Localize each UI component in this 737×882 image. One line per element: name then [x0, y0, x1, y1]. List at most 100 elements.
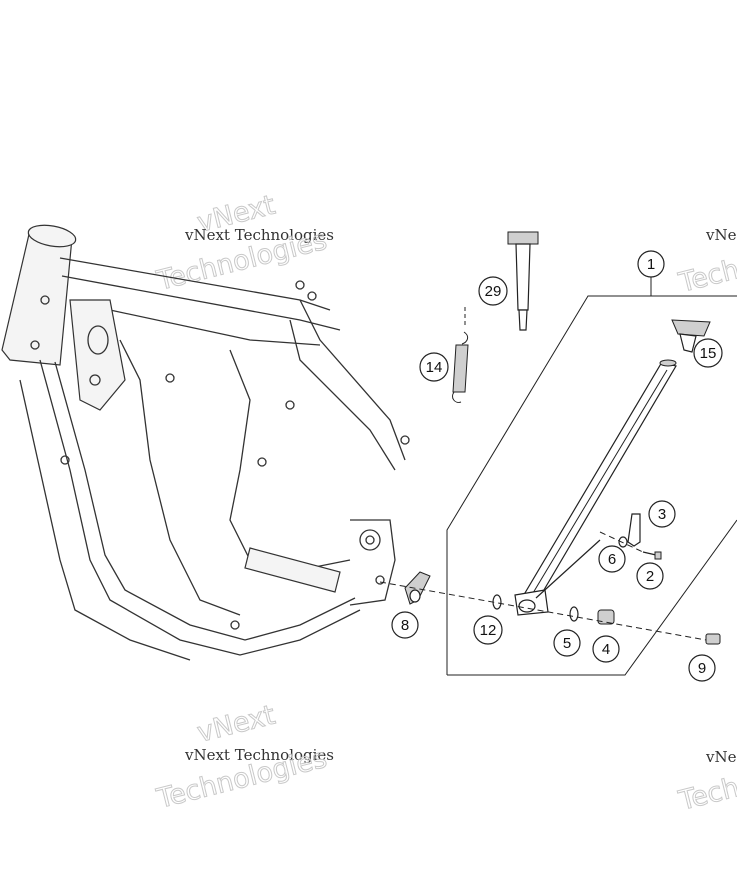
- watermark-vnext-large-bottom: vNext: [194, 700, 278, 749]
- assembly-boundary-bottom: [447, 519, 737, 676]
- part-29-head: [507, 231, 539, 245]
- stand-leg-line: [529, 369, 668, 599]
- bolt-9-head: [705, 633, 721, 645]
- steering-head-top: [27, 224, 77, 248]
- screw-2-shank: [642, 551, 657, 556]
- callout-9[interactable]: 9: [688, 654, 716, 682]
- down-tube-inner: [54, 361, 356, 641]
- callout-circle: [688, 654, 716, 682]
- assembly-outline: [446, 274, 737, 676]
- callout-label-29: 29: [485, 283, 502, 300]
- callout-2[interactable]: 2: [636, 562, 664, 590]
- callout-circle: [592, 635, 620, 663]
- callout-label-2: 2: [646, 568, 654, 585]
- mount-tab: [257, 457, 267, 467]
- watermark-brand-small-bottom: vNext Technologies: [184, 746, 334, 764]
- pivot-axis-line: [379, 581, 707, 641]
- steering-head-tube: [1, 229, 73, 366]
- screw-axis-line: [599, 531, 644, 553]
- spring-hook-top: [461, 331, 469, 345]
- callout-label-15: 15: [700, 345, 717, 362]
- callout-5[interactable]: 5: [553, 629, 581, 657]
- assembly-boundary-top: [446, 295, 737, 675]
- exploded-axis-lines: [379, 305, 707, 641]
- washer-6: [618, 536, 628, 548]
- callout-12[interactable]: 12: [473, 615, 503, 645]
- watermark-bottom-right: vNe Tech: [675, 748, 737, 818]
- rear-tube-a: [299, 299, 406, 461]
- part-9-bolt: [705, 633, 721, 645]
- callout-15[interactable]: 15: [693, 338, 723, 368]
- part-29-body: [515, 243, 531, 311]
- callout-circle: [419, 352, 449, 382]
- motorcycle-frame: [1, 224, 410, 661]
- callout-circle: [636, 562, 664, 590]
- mount-tab: [295, 280, 305, 290]
- pad-top: [671, 319, 711, 337]
- sub-frame-tube: [109, 309, 321, 346]
- watermark-top-right: vNe Tech: [675, 226, 737, 300]
- mount-tab: [307, 291, 317, 301]
- inner-loop-left: [119, 339, 241, 616]
- cross-shaft: [244, 547, 341, 593]
- part-4-bushing: [597, 609, 615, 625]
- down-tube-left: [19, 379, 191, 661]
- bushing-4: [597, 609, 615, 625]
- part-8-hook: [404, 571, 431, 605]
- hook-8-eye: [409, 589, 421, 603]
- spring-coil: [452, 344, 469, 393]
- part-1-side-stand: [514, 359, 677, 616]
- callout-4[interactable]: 4: [592, 635, 620, 663]
- pivot-hole-inner: [365, 535, 375, 545]
- part-5-ring: [569, 606, 579, 622]
- ring-5: [569, 606, 579, 622]
- spring-hook-bottom: [452, 391, 462, 403]
- callout-label-8: 8: [401, 617, 409, 634]
- mount-tab: [400, 435, 410, 445]
- mount-tab: [30, 340, 40, 350]
- mount-tab: [230, 620, 240, 630]
- down-tube-outer: [39, 359, 361, 656]
- bracket-3-shape: [627, 513, 641, 547]
- callout-circle: [391, 611, 419, 639]
- stand-pivot-eye: [518, 599, 536, 613]
- callout-label-9: 9: [698, 660, 706, 677]
- callout-circle: [637, 250, 665, 278]
- callout-label-1: 1: [647, 256, 655, 273]
- gusset-plate: [69, 299, 126, 411]
- callout-circle: [478, 276, 508, 306]
- callout-14[interactable]: 14: [419, 352, 449, 382]
- watermark-large-cut-bottom: Tech: [675, 772, 737, 817]
- mount-tab: [285, 400, 295, 410]
- part-29-tool: [507, 231, 539, 331]
- callout-3[interactable]: 3: [648, 500, 676, 528]
- pad-stem: [679, 333, 697, 353]
- callout-circle: [473, 615, 503, 645]
- callout-label-12: 12: [480, 622, 497, 639]
- mount-tab: [60, 455, 70, 465]
- part-6-washer: [618, 536, 628, 548]
- callout-label-6: 6: [608, 551, 616, 568]
- part-2-screw: [642, 551, 662, 560]
- mount-tab: [40, 295, 50, 305]
- watermark-brand-small: vNext Technologies: [184, 226, 334, 244]
- callout-label-3: 3: [658, 506, 666, 523]
- watermark-brand-small-cut: vNe: [705, 226, 737, 244]
- watermark-top-left: vNext vNext Technologies Technologies: [153, 189, 334, 297]
- watermark-large-cut: Tech: [675, 254, 737, 299]
- callout-29[interactable]: 29: [478, 276, 508, 306]
- watermark-bottom-left: vNext vNext Technologies Technologies: [153, 699, 334, 815]
- mount-tab: [165, 373, 175, 383]
- callout-1[interactable]: 1: [637, 250, 665, 278]
- callout-8[interactable]: 8: [391, 611, 419, 639]
- top-tube-lower: [61, 275, 341, 331]
- stand-foot-cap: [659, 359, 677, 367]
- part-3-bracket: [627, 513, 641, 547]
- callout-circle: [648, 500, 676, 528]
- part-15-pad: [671, 319, 711, 353]
- callout-circle: [553, 629, 581, 657]
- callout-6[interactable]: 6: [598, 545, 626, 573]
- part-14-spring: [452, 331, 469, 403]
- inner-loop-right: [229, 349, 351, 571]
